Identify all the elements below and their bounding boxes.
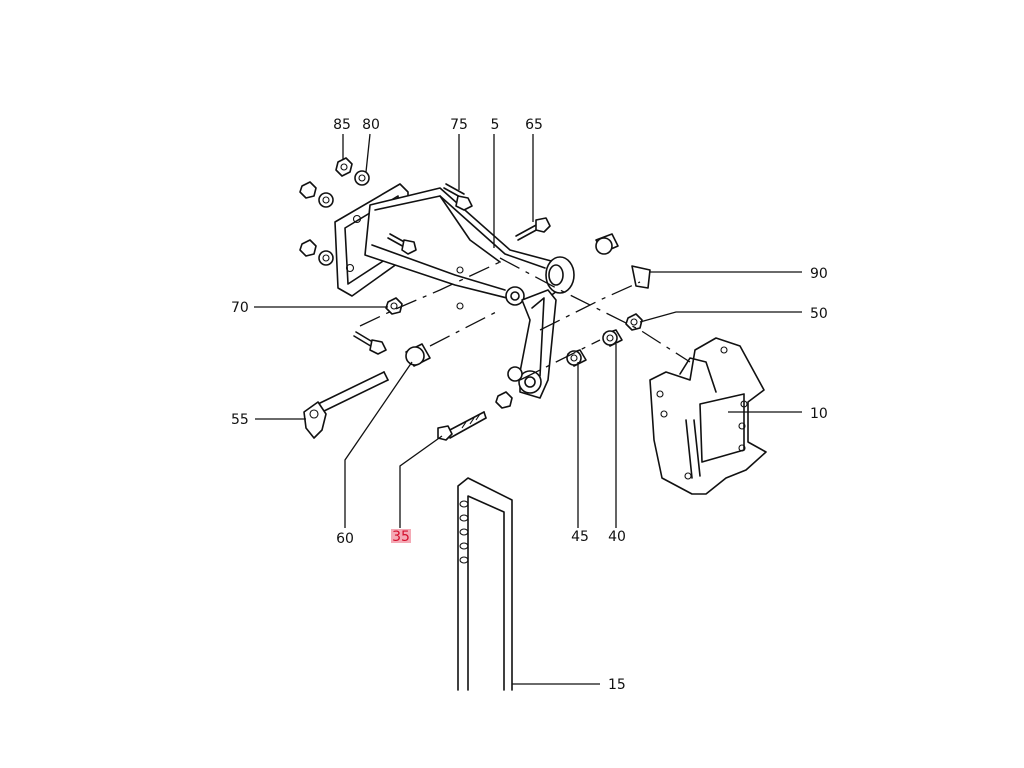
bolt-65 xyxy=(515,217,551,241)
callout-55[interactable]: 55 xyxy=(231,412,249,428)
callout-35-highlight xyxy=(391,529,411,543)
callout-5[interactable]: 5 xyxy=(491,117,500,133)
callout-60[interactable]: 60 xyxy=(336,531,354,547)
vertical-bar xyxy=(457,477,513,691)
callout-85[interactable]: 85 xyxy=(333,117,351,133)
nut-70 xyxy=(385,297,403,315)
bushing-45 xyxy=(566,349,587,367)
hinge-bracket xyxy=(649,337,767,495)
callout-80[interactable]: 80 xyxy=(362,117,380,133)
bushing-60 xyxy=(405,343,431,367)
link-arm xyxy=(507,289,557,399)
main-arm xyxy=(364,187,575,310)
callout-75[interactable]: 75 xyxy=(450,117,468,133)
callout-40[interactable]: 40 xyxy=(608,529,626,545)
bushing-40 xyxy=(602,329,623,347)
nut-left-top xyxy=(299,181,334,208)
assembly-axes xyxy=(359,257,691,381)
nut-85 xyxy=(335,157,353,177)
washer-80 xyxy=(354,170,370,186)
callouts: 85 80 75 5 65 90 70 50 10 55 60 35 45 40… xyxy=(231,117,828,693)
pin-55 xyxy=(303,371,389,439)
nut-left-bottom xyxy=(299,239,334,266)
callout-10[interactable]: 10 xyxy=(810,406,828,422)
nut-center xyxy=(495,391,513,409)
callout-65[interactable]: 65 xyxy=(525,117,543,133)
leader-lines xyxy=(254,133,802,685)
nut-50 xyxy=(625,313,643,331)
callout-35[interactable]: 35 xyxy=(392,529,410,545)
shim-90 xyxy=(631,265,651,289)
bolt-75 xyxy=(443,183,473,211)
callout-15[interactable]: 15 xyxy=(608,677,626,693)
callout-45[interactable]: 45 xyxy=(571,529,589,545)
callout-70[interactable]: 70 xyxy=(231,300,249,316)
callout-90[interactable]: 90 xyxy=(810,266,828,282)
bolt-35 xyxy=(437,411,487,441)
bolt-inner xyxy=(387,233,417,255)
callout-50[interactable]: 50 xyxy=(810,306,828,322)
bolt-lower xyxy=(353,331,387,355)
bushing-top xyxy=(595,233,619,255)
